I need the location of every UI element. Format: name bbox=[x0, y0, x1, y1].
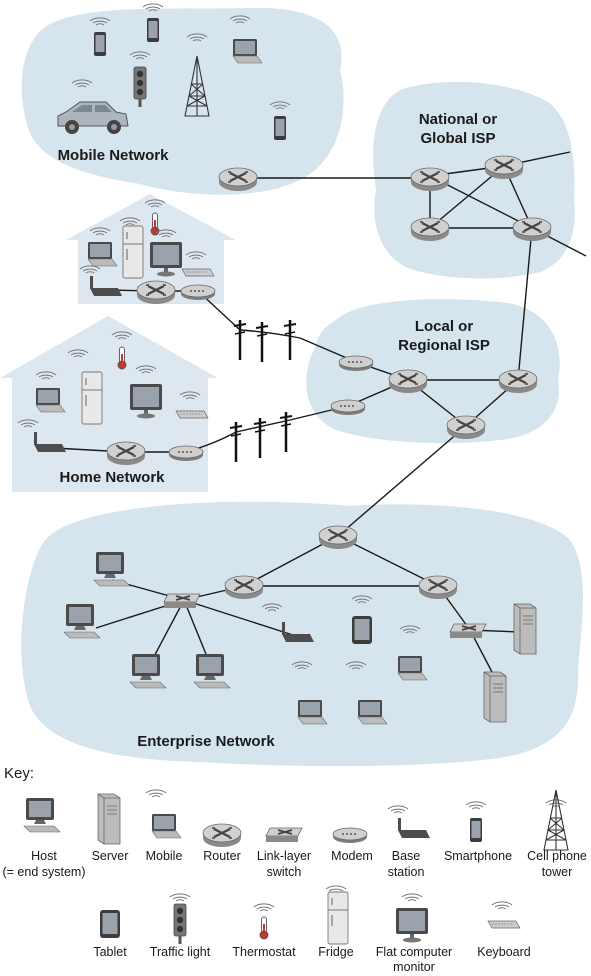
smartphone-icon bbox=[470, 818, 482, 842]
key-label: station bbox=[388, 865, 425, 879]
router-icon bbox=[445, 414, 487, 441]
cell-tower-icon bbox=[543, 789, 569, 851]
smartphone-icon bbox=[94, 32, 106, 56]
global-isp-label-line1: National or bbox=[419, 111, 498, 128]
keyboard-icon bbox=[175, 410, 209, 419]
fridge-icon bbox=[122, 225, 144, 279]
key-label: Modem bbox=[331, 849, 373, 863]
mobile-network-label: Mobile Network bbox=[58, 147, 170, 164]
traffic-light-icon bbox=[173, 903, 187, 945]
keyboard-icon bbox=[181, 268, 215, 277]
home-network-label: Home Network bbox=[59, 469, 165, 486]
router-icon bbox=[409, 216, 451, 243]
key-label: Link-layer bbox=[257, 849, 311, 863]
switch-icon bbox=[163, 593, 201, 609]
key-title: Key: bbox=[4, 765, 34, 782]
key-label: Cell phone bbox=[527, 849, 587, 863]
local-isp-label-line1: Local or bbox=[415, 318, 474, 335]
enterprise-network-cloud bbox=[21, 501, 584, 767]
key-label: (= end system) bbox=[2, 865, 85, 879]
global-isp: National or Global ISP bbox=[409, 111, 553, 243]
switch-icon bbox=[449, 623, 487, 639]
modem-icon bbox=[330, 399, 366, 416]
switch-icon bbox=[265, 827, 303, 843]
home-network: Home Network bbox=[17, 331, 209, 486]
fridge-icon bbox=[327, 891, 349, 945]
key-label: Tablet bbox=[93, 945, 127, 959]
host-icon bbox=[23, 797, 61, 833]
tablet-icon bbox=[100, 910, 120, 938]
mobile-icon bbox=[151, 813, 182, 839]
home-network-house bbox=[0, 316, 218, 492]
server-icon bbox=[513, 603, 537, 655]
thermostat-icon bbox=[117, 346, 127, 370]
router-icon bbox=[201, 822, 243, 849]
mobile-network: Mobile Network bbox=[57, 3, 291, 193]
enterprise-network: Enterprise Network bbox=[63, 524, 537, 750]
base-station-icon bbox=[398, 818, 430, 838]
key-label: Router bbox=[203, 849, 241, 863]
key-label: Fridge bbox=[318, 945, 353, 959]
router-icon bbox=[317, 524, 359, 551]
key-label: Thermostat bbox=[232, 945, 296, 959]
key-label: Server bbox=[92, 849, 129, 863]
router-icon bbox=[483, 154, 525, 181]
key-label: Mobile bbox=[146, 849, 183, 863]
key-label: Flat computer bbox=[376, 945, 452, 959]
modem-icon bbox=[180, 284, 216, 301]
thermostat-icon bbox=[259, 916, 269, 940]
enterprise-network-label: Enterprise Network bbox=[137, 733, 275, 750]
key-label: tower bbox=[542, 865, 573, 879]
server-icon bbox=[97, 793, 121, 845]
router-icon bbox=[511, 216, 553, 243]
local-isp-label-line2: Regional ISP bbox=[398, 337, 490, 354]
key-legend: Key: Host (= end system) Server Mobile R… bbox=[2, 765, 586, 974]
monitor-icon bbox=[396, 908, 428, 943]
global-isp-label-line2: Global ISP bbox=[420, 130, 495, 147]
key-label: Base bbox=[392, 849, 421, 863]
router-icon bbox=[217, 166, 259, 193]
key-label: Host bbox=[31, 849, 57, 863]
mobile-network-cloud bbox=[21, 7, 344, 195]
modem-icon bbox=[332, 827, 368, 844]
keyboard-icon bbox=[487, 920, 521, 929]
router-icon bbox=[135, 279, 177, 306]
key-label: Keyboard bbox=[477, 945, 531, 959]
modem-icon bbox=[338, 355, 374, 372]
utility-poles bbox=[228, 318, 298, 464]
key-label: switch bbox=[267, 865, 302, 879]
router-icon bbox=[223, 574, 265, 601]
key-label: Traffic light bbox=[150, 945, 211, 959]
smartphone-icon bbox=[147, 18, 159, 42]
router-icon bbox=[387, 368, 429, 395]
router-icon bbox=[105, 440, 147, 467]
key-label: monitor bbox=[393, 960, 435, 974]
key-label: Smartphone bbox=[444, 849, 512, 863]
smartphone-icon bbox=[274, 116, 286, 140]
modem-icon bbox=[168, 445, 204, 462]
router-icon bbox=[417, 574, 459, 601]
router-icon bbox=[497, 368, 539, 395]
local-isp-cloud bbox=[306, 299, 560, 444]
server-icon bbox=[483, 671, 507, 723]
local-isp: Local or Regional ISP bbox=[330, 318, 539, 441]
tablet-icon bbox=[352, 616, 372, 644]
router-icon bbox=[409, 166, 451, 193]
fridge-icon bbox=[81, 371, 103, 425]
